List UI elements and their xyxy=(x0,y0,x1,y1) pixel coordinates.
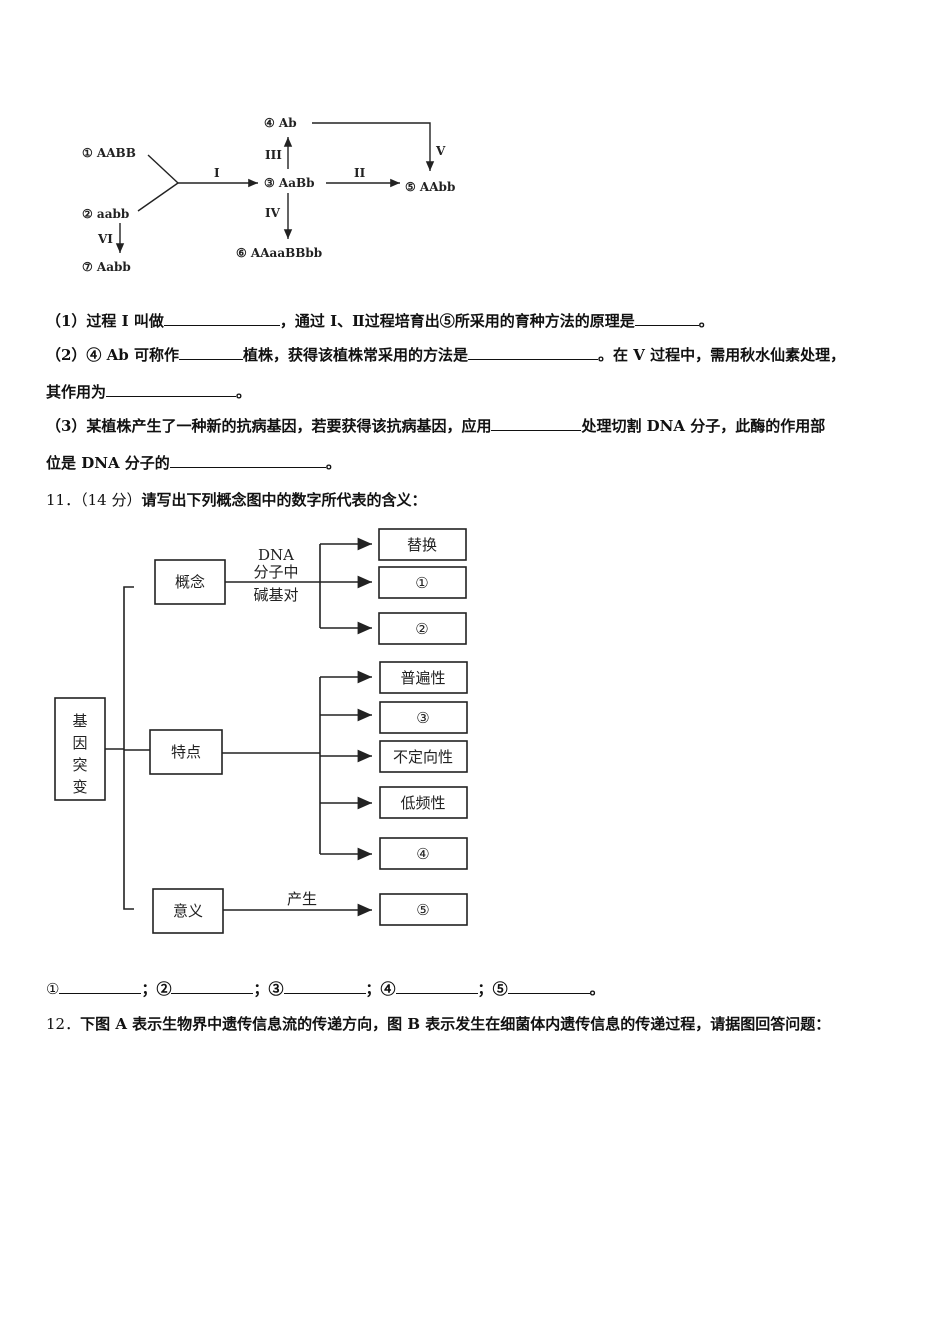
root-char-3: 突 xyxy=(72,756,87,774)
concept-child-2 xyxy=(378,566,467,599)
gene-mutation-concept-map: 基 因 突 变 概念 特点 意义 DNA 分子中 碱基对 产生 替换 ① ② 普… xyxy=(54,528,468,934)
arrow-v xyxy=(312,122,435,171)
node-aabb-mutant: ⑦ Aabb xyxy=(82,260,131,274)
label-vi: VI xyxy=(97,232,113,246)
feature-child-4-label: 低频性 xyxy=(400,794,445,812)
feature-child-2 xyxy=(379,701,468,734)
node-aabb-homozygous: ⑤ AAbb xyxy=(405,180,455,194)
q12-stem: 12．下图 A 表示生物界中遗传信息流的传递方向，图 B 表示发生在细菌体内遗传… xyxy=(46,1015,831,1033)
feature-label: 特点 xyxy=(171,743,201,761)
edge-label-molecule: 分子中 xyxy=(253,563,298,581)
label-v: V xyxy=(435,144,446,158)
concept-child-2-label: ① xyxy=(415,574,428,592)
cross-line-bottom xyxy=(137,182,179,212)
answer-blank[interactable] xyxy=(169,452,326,468)
answer-blank[interactable] xyxy=(171,978,254,994)
edge-label-dna: DNA xyxy=(258,546,294,564)
meaning-child-1 xyxy=(379,893,468,926)
concept-child-3 xyxy=(378,612,467,645)
root-char-4: 变 xyxy=(72,778,87,796)
answer-blank[interactable] xyxy=(491,415,582,431)
answer-blank[interactable] xyxy=(507,978,590,994)
edge-label-produce: 产生 xyxy=(287,890,317,908)
node-aabb-recessive: ② aabb xyxy=(82,207,129,221)
answer-blank[interactable] xyxy=(163,310,280,326)
concept-child-1 xyxy=(378,528,467,561)
concept-label: 概念 xyxy=(175,573,205,591)
feature-child-1-label: 普遍性 xyxy=(400,669,445,687)
label-iii: III xyxy=(265,148,282,162)
answer-blank[interactable] xyxy=(634,310,699,326)
meaning-child-1-label: ⑤ xyxy=(416,901,429,919)
node-aabb-parent: ① AABB xyxy=(82,146,136,160)
node-aaaabbbb-polyploid: ⑥ AAaaBBbb xyxy=(236,246,322,260)
q10-part1: （1）过程 I 叫做，通过 I、Ⅱ过程培育出⑤所采用的育种方法的原理是。 xyxy=(46,310,714,330)
answer-blank[interactable] xyxy=(468,344,599,360)
concept-child-3-label: ② xyxy=(415,620,428,638)
feature-child-5-label: ④ xyxy=(416,845,429,863)
q10-part2: （2）④ Ab 可称作植株，获得该植株常采用的方法是。在 V 过程中，需用秋水仙… xyxy=(46,344,846,364)
label-ii: II xyxy=(354,166,366,180)
concept-child-1-label: 替换 xyxy=(407,536,437,554)
q10-part2-cont: 其作用为。 xyxy=(46,381,252,401)
q11-answers: ①；②；③；④；⑤。 xyxy=(46,978,605,998)
root-char-1: 基 xyxy=(72,712,87,730)
feature-child-5 xyxy=(379,837,468,870)
q10-part3-cont: 位是 DNA 分子的。 xyxy=(46,452,341,472)
feature-child-4 xyxy=(379,786,468,819)
answer-blank[interactable] xyxy=(395,978,478,994)
answer-blank[interactable] xyxy=(283,978,366,994)
cross-line-top xyxy=(147,154,179,184)
label-iv: IV xyxy=(265,206,281,220)
edge-label-basepair: 碱基对 xyxy=(253,586,298,604)
q11-stem: 11．（14 分）请写出下列概念图中的数字所代表的含义： xyxy=(46,491,427,509)
feature-child-2-label: ③ xyxy=(416,709,429,727)
feature-child-3 xyxy=(379,740,468,773)
label-i: I xyxy=(214,166,220,180)
answer-blank[interactable] xyxy=(106,381,237,397)
breeding-diagram: ① AABB ② aabb ③ AaBb ④ Ab ⑤ AAbb ⑥ AAaaB… xyxy=(82,116,455,274)
feature-child-1 xyxy=(379,661,468,694)
root-char-2: 因 xyxy=(72,734,87,752)
node-ab-haploid: ④ Ab xyxy=(264,116,297,130)
feature-child-3-label: 不定向性 xyxy=(393,748,453,766)
meaning-box xyxy=(152,888,224,934)
answer-blank[interactable] xyxy=(59,978,142,994)
node-aabb-f1: ③ AaBb xyxy=(264,176,315,190)
feature-box xyxy=(149,729,223,775)
answer-blank[interactable] xyxy=(179,344,244,360)
meaning-label: 意义 xyxy=(173,902,203,920)
q10-part3: （3）某植株产生了一种新的抗病基因，若要获得该抗病基因，应用处理切割 DNA 分… xyxy=(46,415,826,435)
